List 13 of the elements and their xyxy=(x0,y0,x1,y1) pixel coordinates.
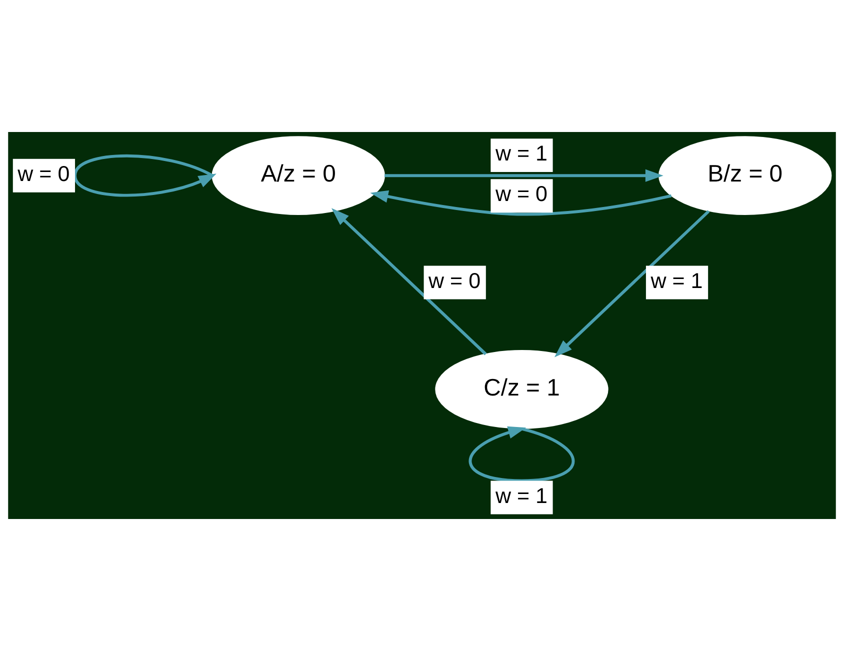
node-ellipse: B/z = 0 xyxy=(658,136,832,215)
arrow xyxy=(370,190,672,216)
arrow xyxy=(469,426,575,482)
node-ellipse: C/z = 1 xyxy=(435,349,608,428)
edge-label: w = 1 xyxy=(650,268,703,292)
arrow xyxy=(384,168,664,182)
arrow xyxy=(74,154,216,196)
edge-label: w = 0 xyxy=(428,268,481,292)
edge-label: w = 1 xyxy=(495,141,548,166)
node-ellipse: A/z = 0 xyxy=(212,136,385,215)
edge-label: w = 1 xyxy=(495,483,548,508)
edge-label: w = 0 xyxy=(18,161,70,186)
edge-label: w = 0 xyxy=(495,182,548,206)
